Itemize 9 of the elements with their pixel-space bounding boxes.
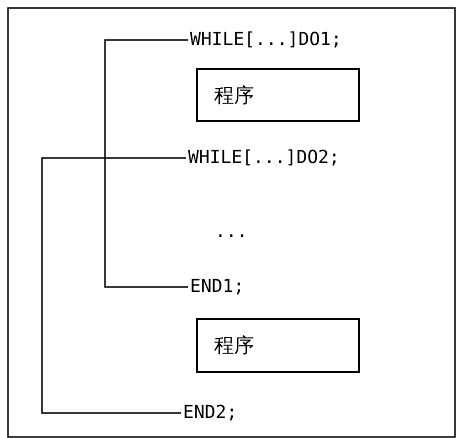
code-line: WHILE[...]DO2; (188, 146, 340, 170)
code-line: WHILE[...]DO1; (190, 28, 342, 52)
bracket-line (41, 157, 186, 414)
code-line: END1; (190, 275, 244, 299)
program-box: 程序 (196, 318, 360, 373)
code-line: END2; (183, 401, 238, 425)
program-box: 程序 (196, 68, 360, 122)
ellipsis-text: ... (215, 220, 248, 244)
bracket-line (104, 39, 188, 288)
